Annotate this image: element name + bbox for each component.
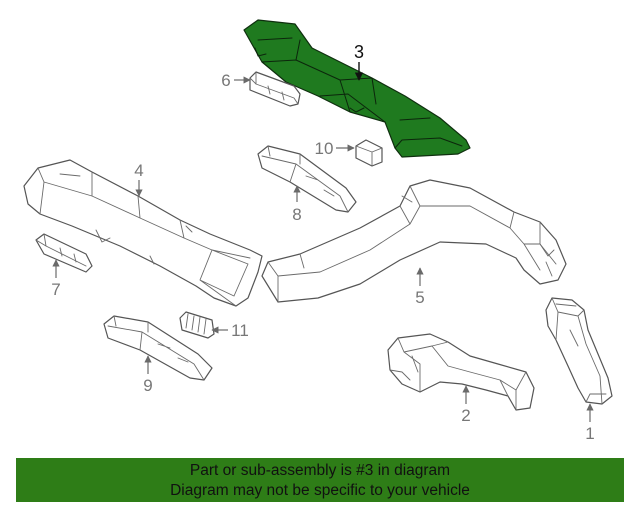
callout-10: 10 <box>315 139 334 158</box>
callout-3: 3 <box>354 42 364 62</box>
callout-11: 11 <box>231 321 249 340</box>
callout-4: 4 <box>134 161 143 180</box>
banner-line-1: Part or sub-assembly is #3 in diagram <box>189 462 451 479</box>
part-5-duct[interactable] <box>261 179 567 303</box>
callout-2: 2 <box>461 406 470 425</box>
callout-1: 1 <box>585 424 594 443</box>
part-1-vent-duct[interactable] <box>545 297 613 405</box>
callout-8: 8 <box>292 205 301 224</box>
part-8-insulator[interactable] <box>257 145 357 213</box>
part-10-clip[interactable] <box>355 139 383 167</box>
parts-diagram: 3 6 10 4 8 7 5 11 9 2 1 <box>23 19 613 443</box>
banner-line-2: Diagram may not be specific to your vehi… <box>170 482 470 499</box>
part-6-clip[interactable] <box>249 71 301 107</box>
part-4-duct[interactable] <box>23 159 263 307</box>
callout-7: 7 <box>51 280 60 299</box>
part-2-vent-duct[interactable] <box>387 333 535 411</box>
part-7-clip[interactable] <box>35 233 93 273</box>
part-3-duct[interactable] <box>243 19 471 158</box>
callout-9: 9 <box>143 376 152 395</box>
part-11-grille[interactable] <box>179 311 215 339</box>
callout-5: 5 <box>415 288 424 307</box>
info-banner: Part or sub-assembly is #3 in diagram Di… <box>16 458 624 502</box>
callout-6: 6 <box>221 71 230 90</box>
part-9-insulator[interactable] <box>103 315 213 381</box>
